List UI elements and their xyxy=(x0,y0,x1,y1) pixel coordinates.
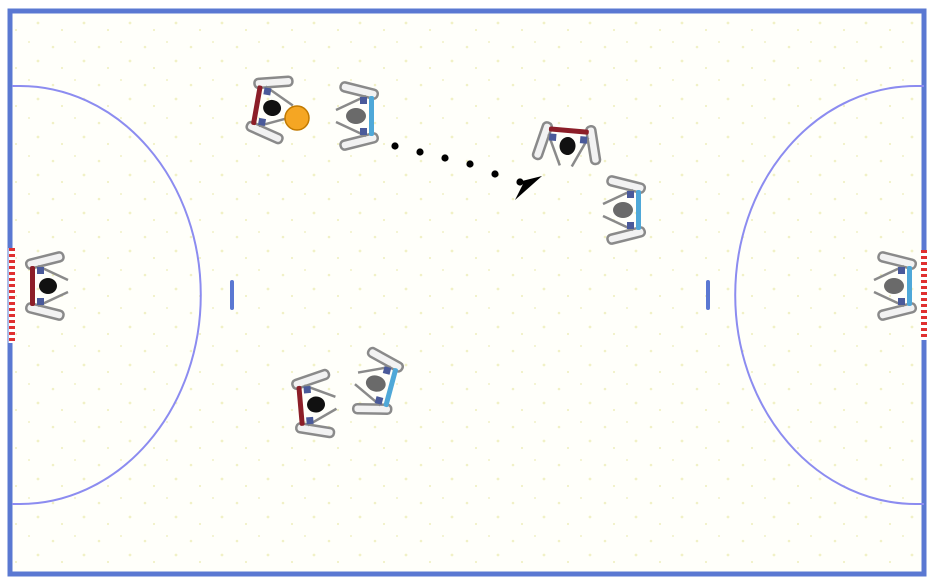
ball-icon[interactable] xyxy=(285,106,309,130)
pass-dot xyxy=(416,148,423,155)
pass-dot xyxy=(441,154,448,161)
right-penalty-mark xyxy=(706,280,710,310)
pass-dot xyxy=(391,142,398,149)
pass-dot xyxy=(466,160,473,167)
left-penalty-mark xyxy=(230,280,234,310)
floor-texture xyxy=(10,11,924,575)
pass-dot xyxy=(491,170,498,177)
